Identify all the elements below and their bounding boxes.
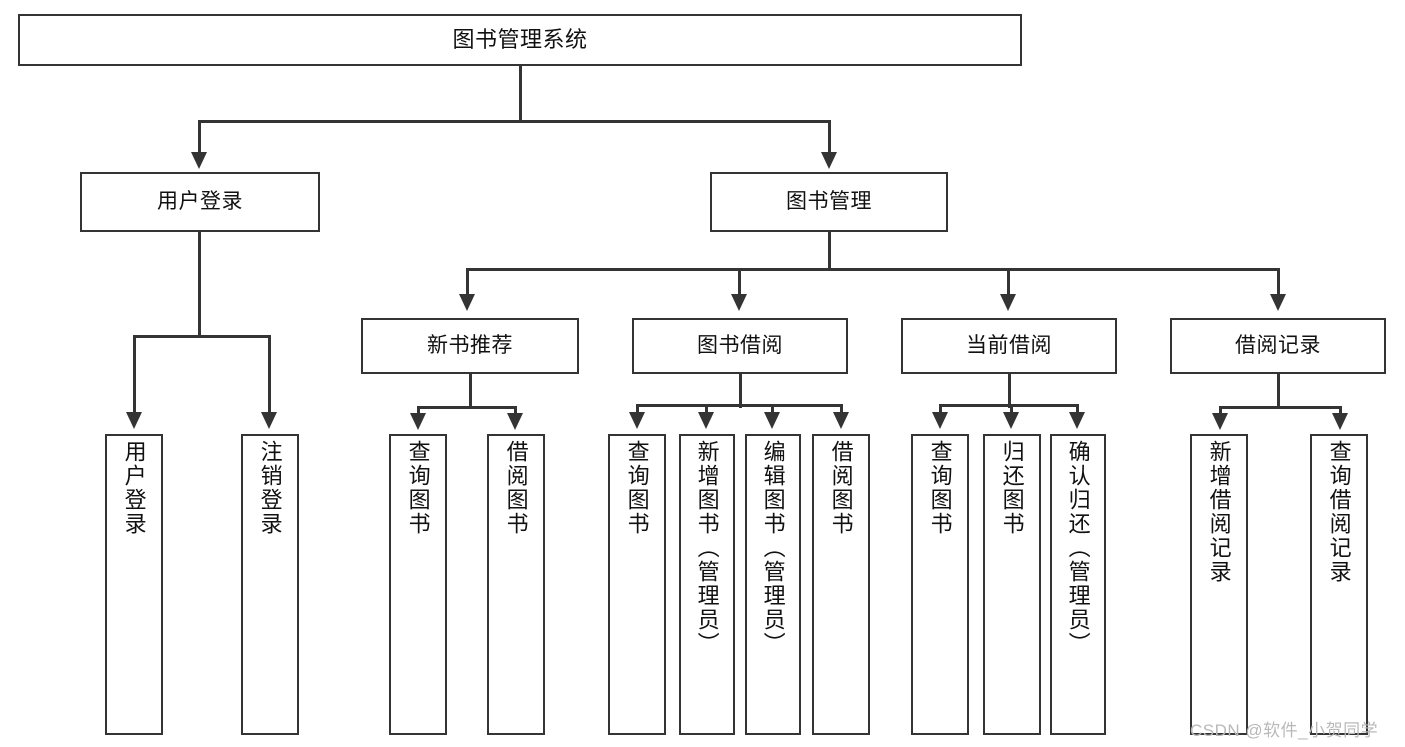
node-label: 新书推荐 [427, 333, 513, 357]
leaf-label: 查询图书 [927, 440, 953, 536]
leaf-query-borrow-record[interactable]: 查询借阅记录 [1310, 434, 1368, 735]
leaf-confirm-return-admin[interactable]: 确认归还（管理员） [1050, 434, 1106, 735]
arrow-down-icon [1000, 294, 1016, 311]
leaf-label: 借阅图书 [503, 440, 529, 536]
edge-br-to-leaf-2 [1339, 406, 1342, 416]
leaf-edit-book-admin[interactable]: 编辑图书（管理员） [745, 434, 801, 735]
edge-nbr-to-leaf-1 [417, 406, 420, 416]
leaf-user-login[interactable]: 用户登录 [105, 434, 163, 735]
edge-bb-to-leaf-3 [771, 404, 774, 415]
arrow-down-icon [1212, 413, 1228, 430]
leaf-label: 查询图书 [405, 440, 431, 536]
leaf-label: 借阅图书 [828, 440, 854, 536]
edge-user-login-to-leaf-2 [268, 335, 271, 415]
node-user-login[interactable]: 用户登录 [80, 172, 320, 232]
edge-bm-to-new-book [466, 268, 469, 296]
node-label: 图书借阅 [697, 333, 783, 357]
leaf-label: 查询图书 [624, 440, 650, 536]
edge-root-bus [198, 120, 830, 123]
leaf-query-book-cb[interactable]: 查询图书 [911, 434, 969, 735]
arrow-down-icon [1270, 294, 1286, 311]
node-label: 图书管理 [786, 189, 872, 213]
edge-bm-to-borrow-record [1277, 268, 1280, 296]
edge-cb-bus [939, 404, 1079, 407]
arrow-down-icon [731, 294, 747, 311]
edge-nbr-to-leaf-2 [514, 406, 517, 416]
node-borrow-record[interactable]: 借阅记录 [1170, 318, 1386, 374]
arrow-down-icon [1003, 412, 1019, 429]
arrow-down-icon [1069, 412, 1085, 429]
csdn-watermark: CSDN @软件_小贺同学 [1190, 721, 1379, 740]
leaf-borrow-book-nbr[interactable]: 借阅图书 [487, 434, 545, 735]
node-book-management[interactable]: 图书管理 [710, 172, 948, 232]
edge-cb-to-leaf-2 [1010, 404, 1013, 415]
leaf-label: 查询借阅记录 [1326, 440, 1352, 584]
edge-root-stem [519, 66, 522, 122]
arrow-down-icon [764, 412, 780, 429]
node-label: 用户登录 [157, 189, 243, 213]
arrow-down-icon [833, 412, 849, 429]
leaf-label: 新增借阅记录 [1206, 440, 1232, 584]
arrow-down-icon [410, 413, 426, 430]
leaf-label: 注销登录 [257, 440, 283, 536]
arrow-down-icon [191, 152, 207, 169]
edge-bb-stem [739, 374, 742, 408]
leaf-label: 用户登录 [121, 440, 147, 536]
edge-bb-bus [636, 404, 843, 407]
edge-bb-to-leaf-2 [705, 404, 708, 415]
leaf-borrow-book-bb[interactable]: 借阅图书 [812, 434, 870, 735]
arrow-down-icon [932, 412, 948, 429]
edge-cb-to-leaf-1 [939, 404, 942, 415]
leaf-return-book[interactable]: 归还图书 [983, 434, 1041, 735]
node-label: 借阅记录 [1235, 333, 1321, 357]
arrow-down-icon [459, 294, 475, 311]
leaf-logout[interactable]: 注销登录 [241, 434, 299, 735]
edge-root-to-book-management [828, 120, 831, 156]
node-book-borrow[interactable]: 图书借阅 [632, 318, 848, 374]
node-label: 图书管理系统 [452, 27, 588, 53]
edge-cb-stem [1008, 374, 1011, 408]
edge-bm-to-borrow [738, 268, 741, 296]
arrow-down-icon [698, 412, 714, 429]
edge-book-management-stem [828, 232, 831, 271]
arrow-down-icon [507, 413, 523, 430]
edge-root-to-user-login [198, 120, 201, 156]
arrow-down-icon [261, 412, 277, 429]
edge-bb-to-leaf-1 [636, 404, 639, 415]
leaf-label: 确认归还（管理员） [1065, 440, 1091, 656]
node-root-library-management-system[interactable]: 图书管理系统 [18, 14, 1022, 66]
leaf-query-book-nbr[interactable]: 查询图书 [389, 434, 447, 735]
arrow-down-icon [1332, 413, 1348, 430]
edge-br-bus [1219, 406, 1341, 409]
edge-user-login-bus [133, 335, 270, 338]
edge-cb-to-leaf-3 [1076, 404, 1079, 415]
leaf-label: 归还图书 [999, 440, 1025, 536]
arrow-down-icon [629, 412, 645, 429]
edge-bm-to-current-borrow [1007, 268, 1010, 296]
leaf-label: 编辑图书（管理员） [760, 440, 786, 656]
edge-nbr-bus [417, 406, 516, 409]
edge-nbr-stem [469, 374, 472, 408]
edge-book-management-bus [466, 268, 1280, 271]
arrow-down-icon [126, 412, 142, 429]
edge-user-login-to-leaf-1 [133, 335, 136, 415]
leaf-query-book-bb[interactable]: 查询图书 [608, 434, 666, 735]
arrow-down-icon [821, 152, 837, 169]
edge-user-login-stem [198, 232, 201, 337]
edge-bb-to-leaf-4 [840, 404, 843, 415]
leaf-add-borrow-record[interactable]: 新增借阅记录 [1190, 434, 1248, 735]
edge-br-to-leaf-1 [1219, 406, 1222, 416]
edge-br-stem [1277, 374, 1280, 408]
node-current-borrow[interactable]: 当前借阅 [901, 318, 1117, 374]
node-new-book-recommendation[interactable]: 新书推荐 [361, 318, 579, 374]
leaf-add-book-admin[interactable]: 新增图书（管理员） [679, 434, 735, 735]
leaf-label: 新增图书（管理员） [694, 440, 720, 656]
node-label: 当前借阅 [966, 333, 1052, 357]
